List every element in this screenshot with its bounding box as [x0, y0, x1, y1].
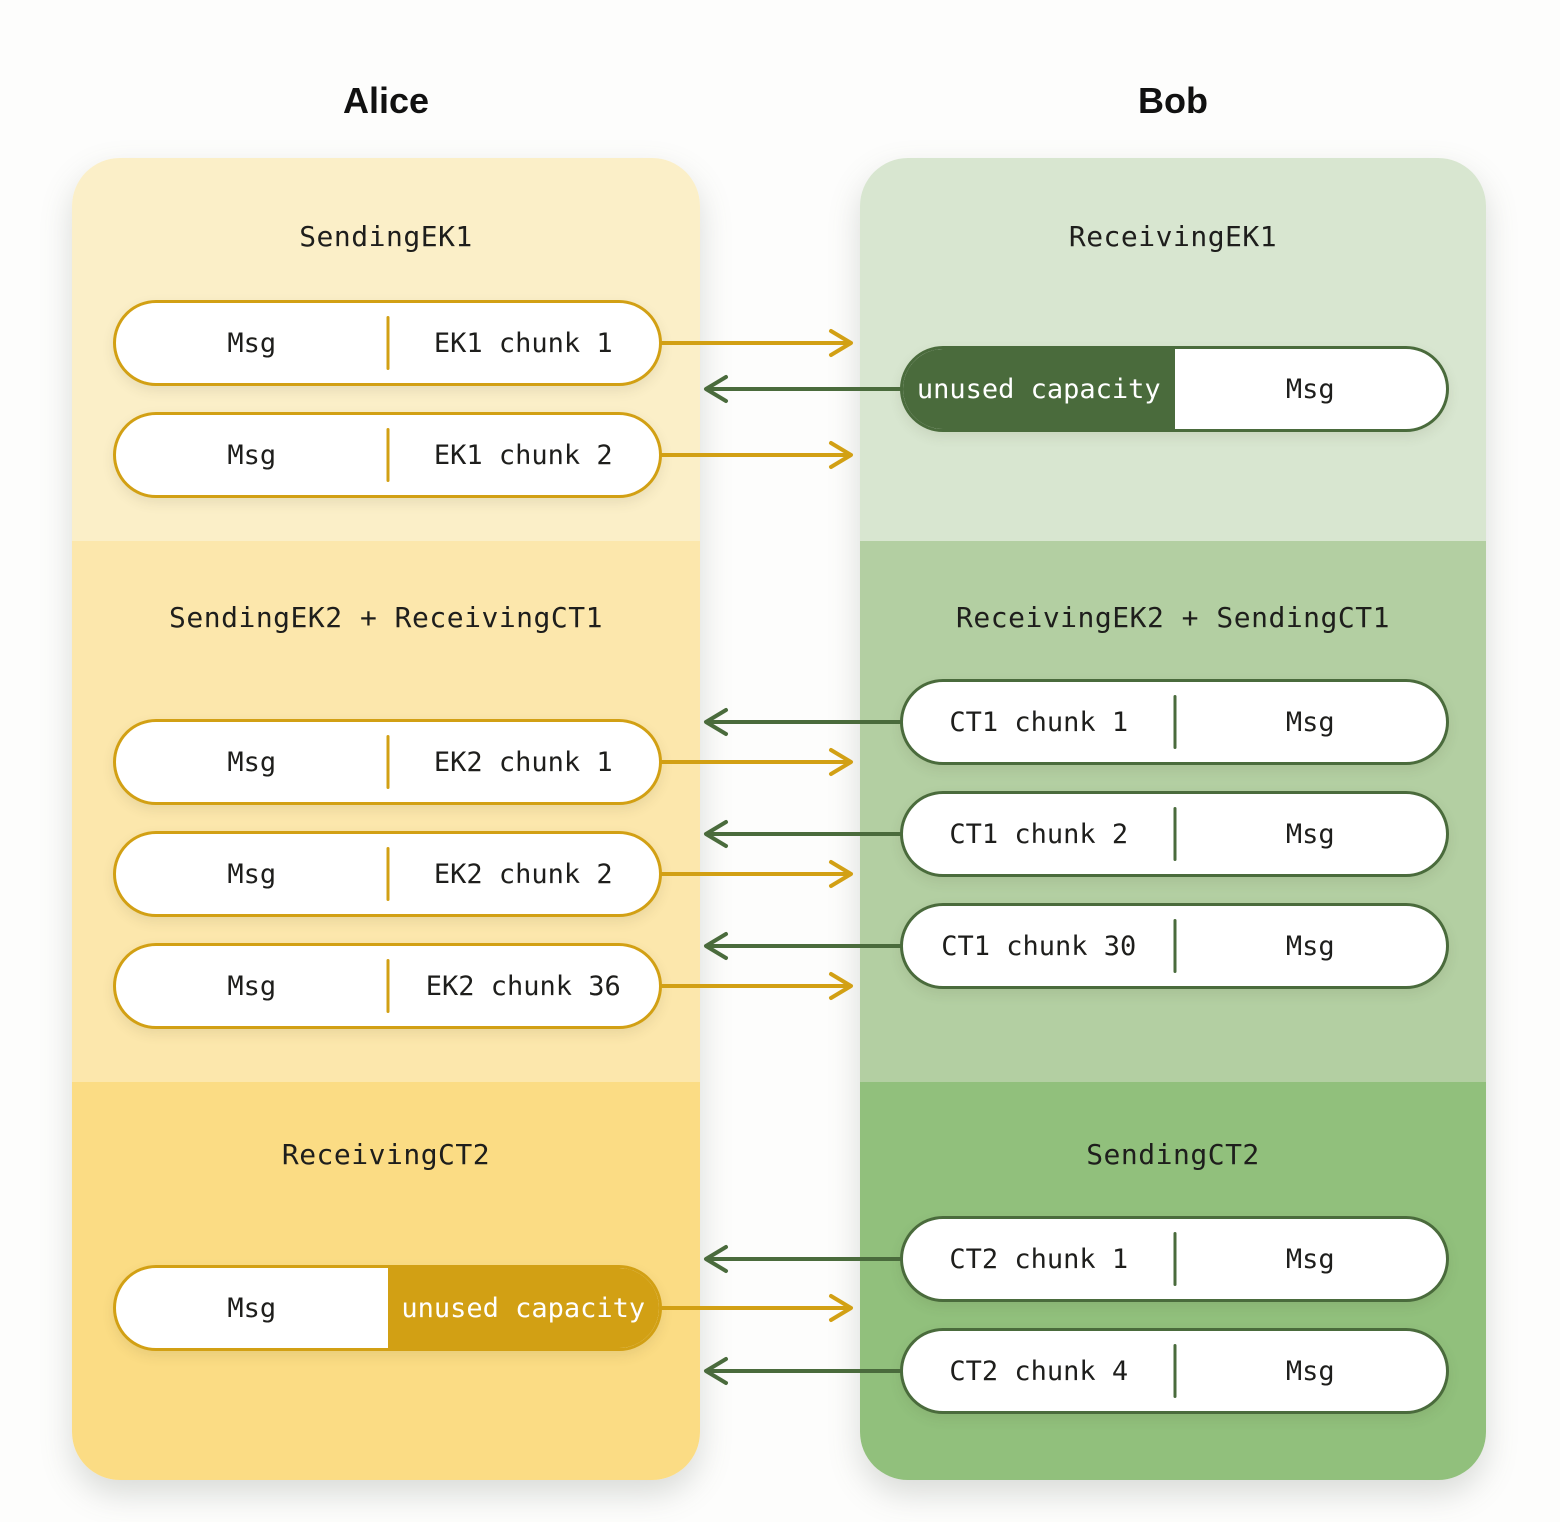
pill-left-label: CT2 chunk 1 [949, 1243, 1129, 1275]
pill-msg-ek2-chunk-2: Msg EK2 chunk 2 [113, 831, 662, 917]
pill-ct1-chunk-2-msg: CT1 chunk 2 Msg [900, 791, 1449, 877]
pill-left-label: CT1 chunk 30 [941, 930, 1137, 962]
pill-right-label: Msg [1285, 818, 1335, 850]
pill-msg-ek1-chunk-1: Msg EK1 chunk 1 [113, 300, 662, 386]
pill-divider [386, 428, 389, 482]
pill-divider [1173, 695, 1176, 749]
pill-left-label: Msg [227, 858, 277, 890]
pill-right-label: Msg [1285, 930, 1335, 962]
pill-divider [1173, 1344, 1176, 1398]
pill-msg-unused-capacity-alice: Msg unused capacity [113, 1265, 662, 1351]
pill-right-label: EK1 chunk 1 [433, 327, 613, 359]
pill-divider [386, 959, 389, 1013]
pill-divider [386, 316, 389, 370]
pill-right-label: Msg [1285, 706, 1335, 738]
pill-left-label: Msg [227, 970, 277, 1002]
pill-right-label: Msg [1285, 1243, 1335, 1275]
pill-ct1-chunk-1-msg: CT1 chunk 1 Msg [900, 679, 1449, 765]
alice-section-label-receiving-ct2: ReceivingCT2 [281, 1138, 491, 1171]
bob-section-label-receiving-ek2-sending-ct1: ReceivingEK2 + SendingCT1 [956, 601, 1390, 634]
pill-divider [1173, 807, 1176, 861]
pill-divider [386, 847, 389, 901]
bob-section-label-sending-ct2: SendingCT2 [1086, 1138, 1260, 1171]
pill-left-label: Msg [227, 327, 277, 359]
alice-section-label-sending-ek2-receiving-ct1: SendingEK2 + ReceivingCT1 [169, 601, 603, 634]
bob-section-label-receiving-ek1: ReceivingEK1 [1068, 220, 1278, 253]
pill-right-label: Msg [1285, 1355, 1335, 1387]
pill-ct2-chunk-1-msg: CT2 chunk 1 Msg [900, 1216, 1449, 1302]
pill-divider [1173, 919, 1176, 973]
pill-left-label: CT1 chunk 2 [949, 818, 1129, 850]
pill-right-label: unused capacity [387, 1268, 659, 1348]
pill-ct2-chunk-4-msg: CT2 chunk 4 Msg [900, 1328, 1449, 1414]
alice-section-label-sending-ek1: SendingEK1 [299, 220, 473, 253]
pill-right-label: EK2 chunk 2 [433, 858, 613, 890]
pill-left-label: Msg [227, 439, 277, 471]
pill-left-label: CT2 chunk 4 [949, 1355, 1129, 1387]
pill-divider [386, 735, 389, 789]
pill-unused-capacity-msg-bob: unused capacity Msg [900, 346, 1449, 432]
pill-right-label: EK1 chunk 2 [433, 439, 613, 471]
pill-left-label: Msg [227, 746, 277, 778]
pill-divider [1173, 1232, 1176, 1286]
pill-ct1-chunk-30-msg: CT1 chunk 30 Msg [900, 903, 1449, 989]
pill-msg-ek2-chunk-36: Msg EK2 chunk 36 [113, 943, 662, 1029]
pill-right-label: EK2 chunk 1 [433, 746, 613, 778]
pill-left-label: unused capacity [903, 349, 1175, 429]
pill-right-label: Msg [1285, 373, 1335, 405]
pill-msg-ek2-chunk-1: Msg EK2 chunk 1 [113, 719, 662, 805]
bob-column-title: Bob [1138, 80, 1208, 121]
pill-right-label: EK2 chunk 36 [425, 970, 621, 1002]
pill-left-label: Msg [227, 1292, 277, 1324]
alice-column-title: Alice [342, 80, 430, 121]
pill-msg-ek1-chunk-2: Msg EK1 chunk 2 [113, 412, 662, 498]
pill-left-label: CT1 chunk 1 [949, 706, 1129, 738]
